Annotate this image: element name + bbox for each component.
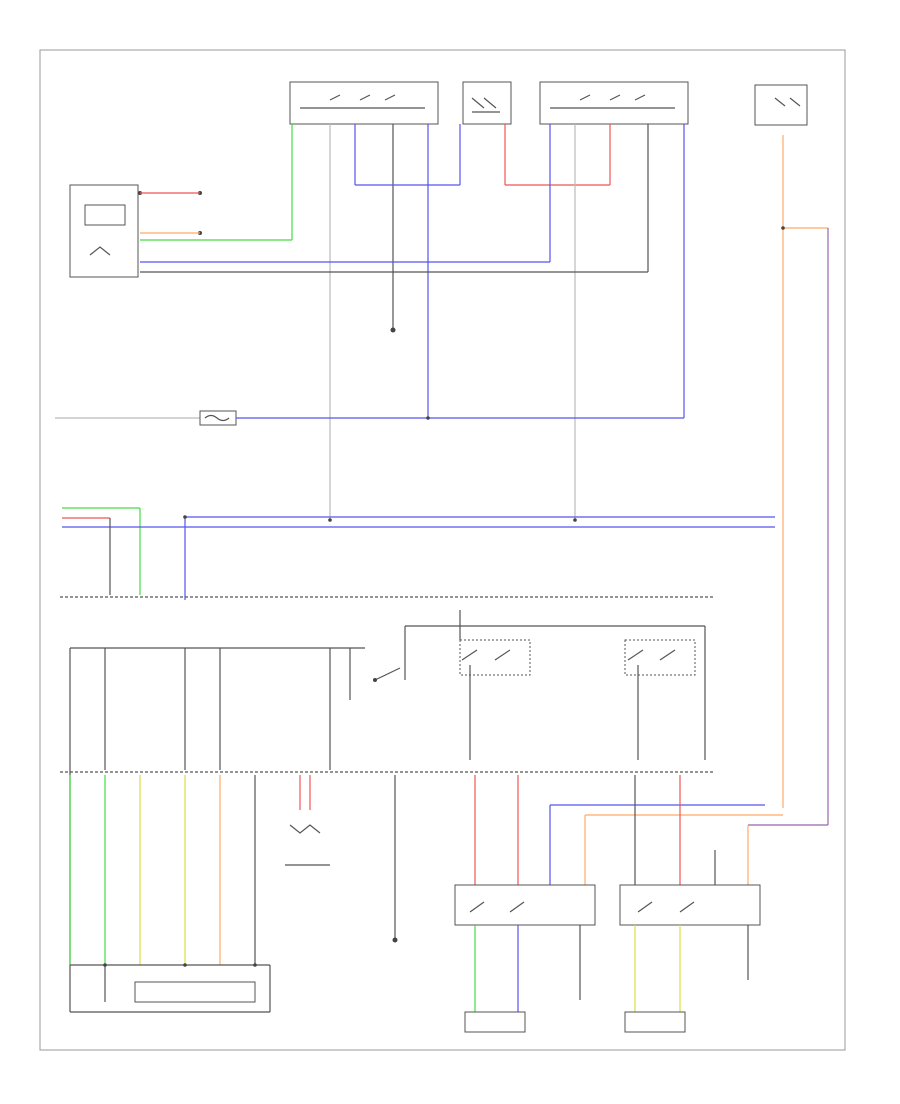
component-label [205,205,235,225]
motor-icon [464,1011,526,1033]
left-window-switch [459,639,531,760]
connector-dot [426,416,430,420]
top-left-switch-assembly [289,81,439,125]
connector-dot [781,226,785,230]
ground-icon [392,937,398,943]
diagram-frame [39,49,846,1051]
top-far-right-relay [754,84,808,126]
switch-icon [285,775,330,866]
top-center-switch [462,81,512,125]
connector-dot [573,518,577,522]
connector-dot [253,963,257,967]
ground-icon [390,327,396,333]
right-window-motor-switch [619,884,761,926]
connector-dot [103,963,107,967]
connector-dot [183,515,187,519]
left-window-motor-switch [454,884,596,926]
left-control-unit [69,184,139,278]
fuse-icon [199,410,237,426]
switch-icon [373,667,401,682]
connector-dot [328,518,332,522]
top-right-switch-assembly [539,81,689,125]
motor-icon [134,981,256,1003]
connector-dot [183,963,187,967]
right-window-switch [624,639,696,760]
motor-icon [624,1011,686,1033]
